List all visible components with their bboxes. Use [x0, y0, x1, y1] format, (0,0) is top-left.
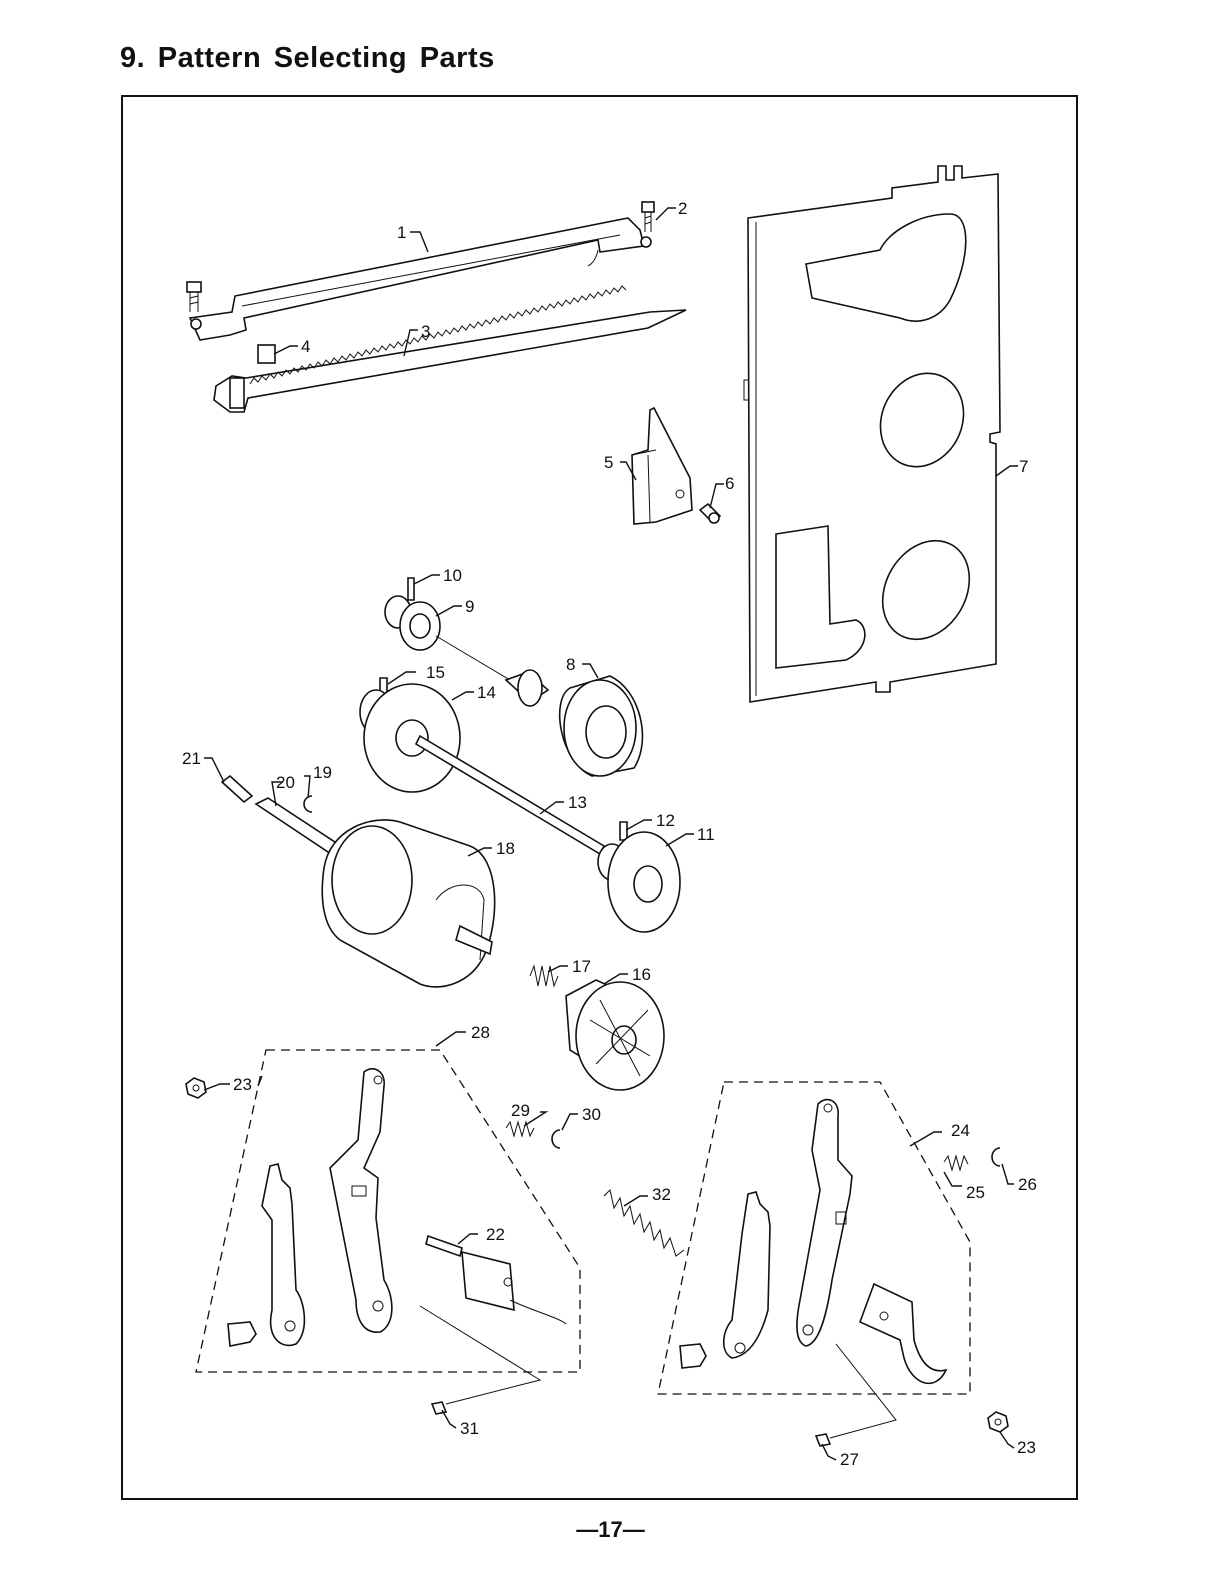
part-16-gear-cam	[566, 980, 664, 1090]
part-24-lever-left	[680, 1192, 770, 1368]
part-10-setscrew	[408, 578, 414, 600]
callout-26: 26	[1018, 1175, 1037, 1194]
callout-31: 31	[460, 1419, 479, 1438]
callout-21: 21	[182, 749, 201, 768]
part-11-gear	[598, 832, 680, 932]
callout-16: 16	[632, 965, 651, 984]
part-18-cam	[322, 820, 494, 987]
part-27-screw	[816, 1434, 830, 1446]
callout-1: 1	[397, 223, 406, 242]
part-5-bracket	[632, 408, 692, 524]
callout-8: 8	[566, 655, 575, 674]
callout-14: 14	[477, 683, 496, 702]
part-24-lever-center	[797, 1100, 852, 1346]
part-12-setscrew	[620, 822, 627, 840]
part-23-nut-left	[186, 1078, 206, 1098]
callout-20: 20	[276, 773, 295, 792]
part-14-gear	[360, 684, 460, 792]
callout-3: 3	[421, 322, 430, 341]
callout-30: 30	[582, 1105, 601, 1124]
callout-28: 28	[471, 1023, 490, 1042]
callout-23-right: 23	[1017, 1438, 1036, 1457]
callout-13: 13	[568, 793, 587, 812]
part-19-ering	[304, 796, 312, 812]
callout-15: 15	[426, 663, 445, 682]
callout-24: 24	[951, 1121, 970, 1140]
part-28-lever-center	[330, 1069, 392, 1332]
callout-5: 5	[604, 453, 613, 472]
callout-12: 12	[656, 811, 675, 830]
callout-27: 27	[840, 1450, 859, 1469]
part-22-bracket	[426, 1236, 566, 1324]
callout-10: 10	[443, 566, 462, 585]
callout-2: 2	[678, 199, 687, 218]
callout-32: 32	[652, 1185, 671, 1204]
part-4-plate	[258, 345, 275, 363]
part-7-panel	[744, 166, 1000, 702]
callout-29: 29	[511, 1101, 530, 1120]
callout-18: 18	[496, 839, 515, 858]
part-32-spring	[604, 1190, 684, 1256]
part-21-screw	[222, 776, 252, 802]
callout-11: 11	[697, 825, 715, 844]
callout-6: 6	[725, 474, 734, 493]
callout-25: 25	[966, 1183, 985, 1202]
part-30-ering	[552, 1130, 560, 1148]
callout-22: 22	[486, 1225, 505, 1244]
part-26-ering	[992, 1148, 1000, 1166]
callout-9: 9	[465, 597, 474, 616]
page-number: —17—	[0, 1517, 1221, 1543]
part-29-spring	[506, 1122, 534, 1136]
part-24-hook-bracket	[860, 1284, 946, 1383]
callout-19: 19	[313, 763, 332, 782]
callout-23-left: 23	[233, 1075, 252, 1094]
part-8-drum	[506, 670, 642, 776]
part-25-spring	[944, 1156, 968, 1170]
callout-7: 7	[1019, 457, 1028, 476]
part-23-nut-right	[988, 1412, 1008, 1432]
part-28-lever-left	[228, 1164, 304, 1346]
callout-4: 4	[301, 337, 310, 356]
callout-17: 17	[572, 957, 591, 976]
part-9-gear	[385, 596, 440, 650]
